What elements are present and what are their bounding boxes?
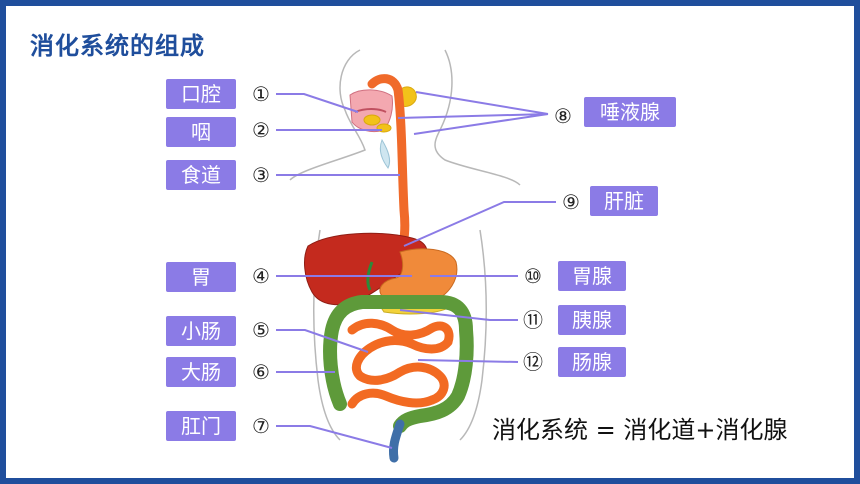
formula-text: 消化系统 = 消化道+消化腺 [492, 416, 788, 444]
leader-lines [276, 91, 556, 449]
label-intestinal-gland: 肠腺 [558, 347, 626, 377]
frame-border-top [0, 0, 860, 6]
marker-12: ⑫ [523, 350, 543, 374]
marker-9: ⑨ [562, 190, 580, 214]
small-intestine [347, 318, 454, 409]
label-pharynx: 咽 [166, 117, 236, 147]
large-intestine [323, 295, 474, 433]
esophagus [367, 74, 410, 255]
label-pancreas: 胰腺 [558, 305, 626, 335]
marker-3: ③ [252, 163, 270, 187]
marker-1: ① [252, 82, 270, 106]
marker-6: ⑥ [252, 360, 270, 384]
label-gastric-gland: 胃腺 [558, 261, 626, 291]
liver [304, 232, 428, 306]
marker-11: ⑪ [523, 308, 543, 332]
marker-8: ⑧ [554, 104, 572, 128]
marker-5: ⑤ [252, 318, 270, 342]
label-small-intestine: 小肠 [166, 316, 236, 346]
frame-border-bottom [0, 478, 860, 484]
frame-border-right [854, 0, 860, 484]
marker-10: ⑩ [524, 264, 542, 288]
label-mouth: 口腔 [166, 79, 236, 109]
label-liver: 肝脏 [590, 186, 658, 216]
label-stomach: 胃 [166, 262, 236, 292]
label-large-intestine: 大肠 [166, 357, 236, 387]
rectum [389, 419, 405, 463]
label-salivary-gland: 唾液腺 [584, 97, 676, 127]
marker-2: ② [252, 118, 270, 142]
marker-7: ⑦ [252, 414, 270, 438]
frame-border-left [0, 0, 6, 484]
label-anus: 肛门 [166, 411, 236, 441]
page-title: 消化系统的组成 [30, 32, 205, 60]
label-esophagus: 食道 [166, 160, 236, 190]
marker-4: ④ [252, 264, 270, 288]
